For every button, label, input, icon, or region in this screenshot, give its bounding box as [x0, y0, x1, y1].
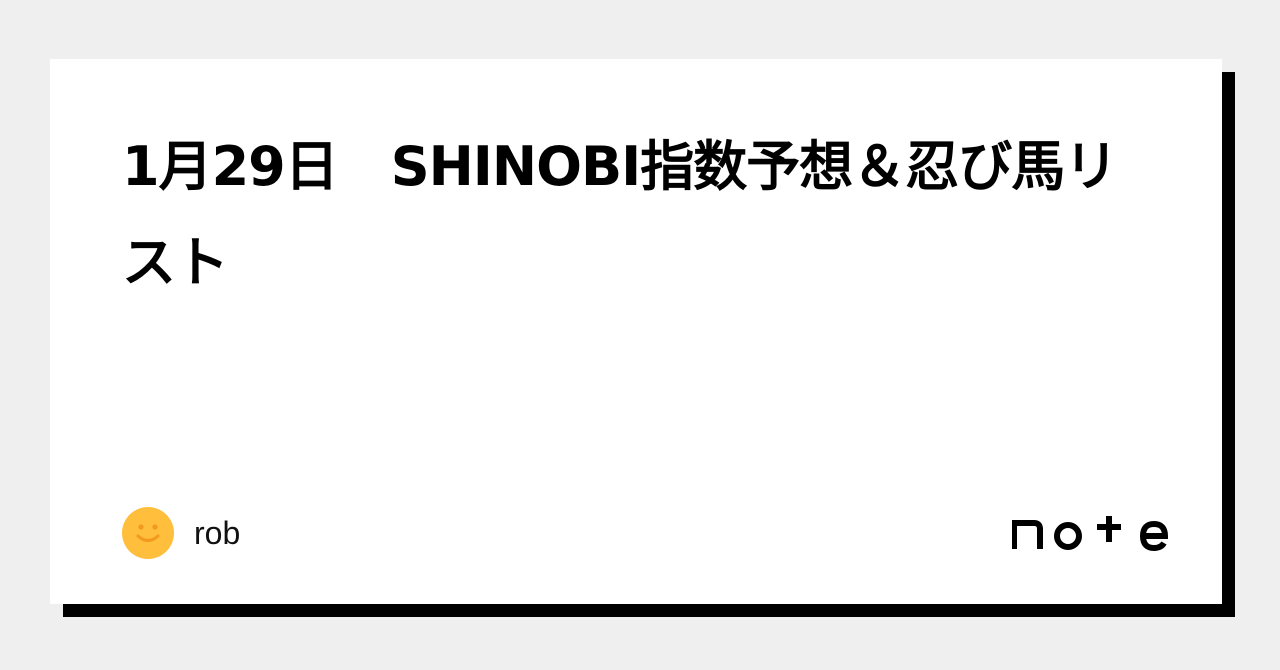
article-title: 1月29日 SHINOBI指数予想＆忍び馬リスト: [122, 135, 1118, 294]
author-name: rob: [194, 514, 241, 551]
author-info[interactable]: rob: [122, 506, 240, 560]
smiley-face-icon: [136, 524, 160, 542]
article-card[interactable]: 1月29日 SHINOBI指数予想＆忍び馬リスト rob: [50, 59, 1222, 604]
note-logo: [1012, 516, 1169, 551]
avatar: [122, 507, 174, 559]
